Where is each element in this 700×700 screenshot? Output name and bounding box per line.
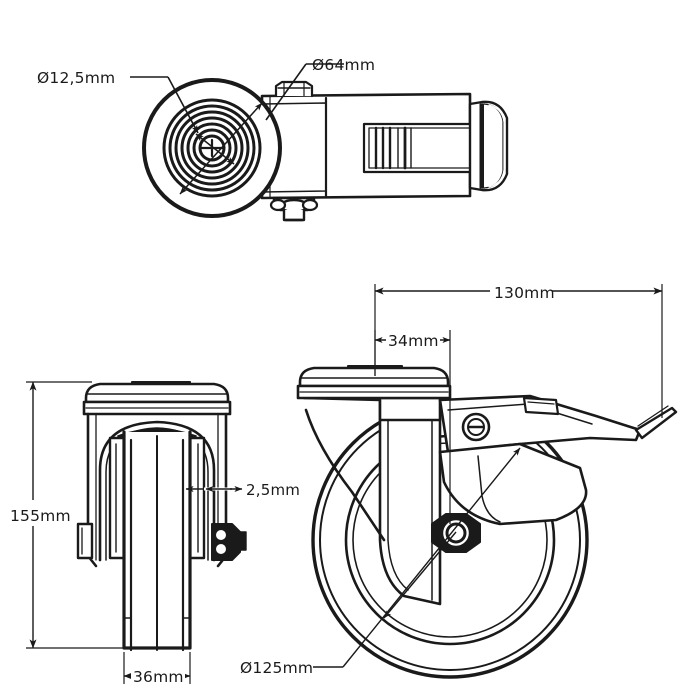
dimension-line-36mm [123,652,191,688]
front-view-group [76,381,247,652]
top-view-end-cap [468,100,509,192]
dimension-line-34mm [374,328,451,524]
side-view-brake-assembly [438,394,678,526]
top-view-vent-block [362,122,480,174]
front-view-brake-bolt [211,523,247,561]
diameter-arrows-top-view [179,102,263,195]
leader-diameter-64mm [265,63,344,121]
dimension-label-155mm: 155mm [10,507,71,525]
dimension-label-12-5mm: Ø12,5mm [37,69,115,87]
dimension-label-64mm: Ø64mm [312,56,375,74]
front-view-dimensions: 155mm 36mm 2,5mm [8,381,300,688]
top-view-upper-boss [274,80,314,98]
top-view-brake-bolt [269,196,319,222]
leader-diameter-125mm [313,447,521,668]
front-view-wheel-tread [122,430,192,652]
dimension-label-34mm: 34mm [388,332,439,350]
top-view-swivel-rings [142,78,282,218]
top-view-dimensions: Ø12,5mm Ø64mm [37,56,375,195]
dimension-label-36mm: 36mm [133,668,184,686]
side-view-pivot-screw [461,412,491,442]
dimension-label-130mm: 130mm [494,284,555,302]
dimension-label-2-5mm: 2,5mm [246,481,300,499]
front-view-left-bolt [76,522,94,560]
dimension-line-155mm [8,381,126,649]
front-view-top-plate [82,381,232,416]
dimension-label-125mm: Ø125mm [240,659,313,677]
side-view-dimensions: 130mm 34mm Ø125mm [240,279,663,677]
dimension-line-130mm [374,279,663,418]
side-view-top-plate [296,365,452,400]
